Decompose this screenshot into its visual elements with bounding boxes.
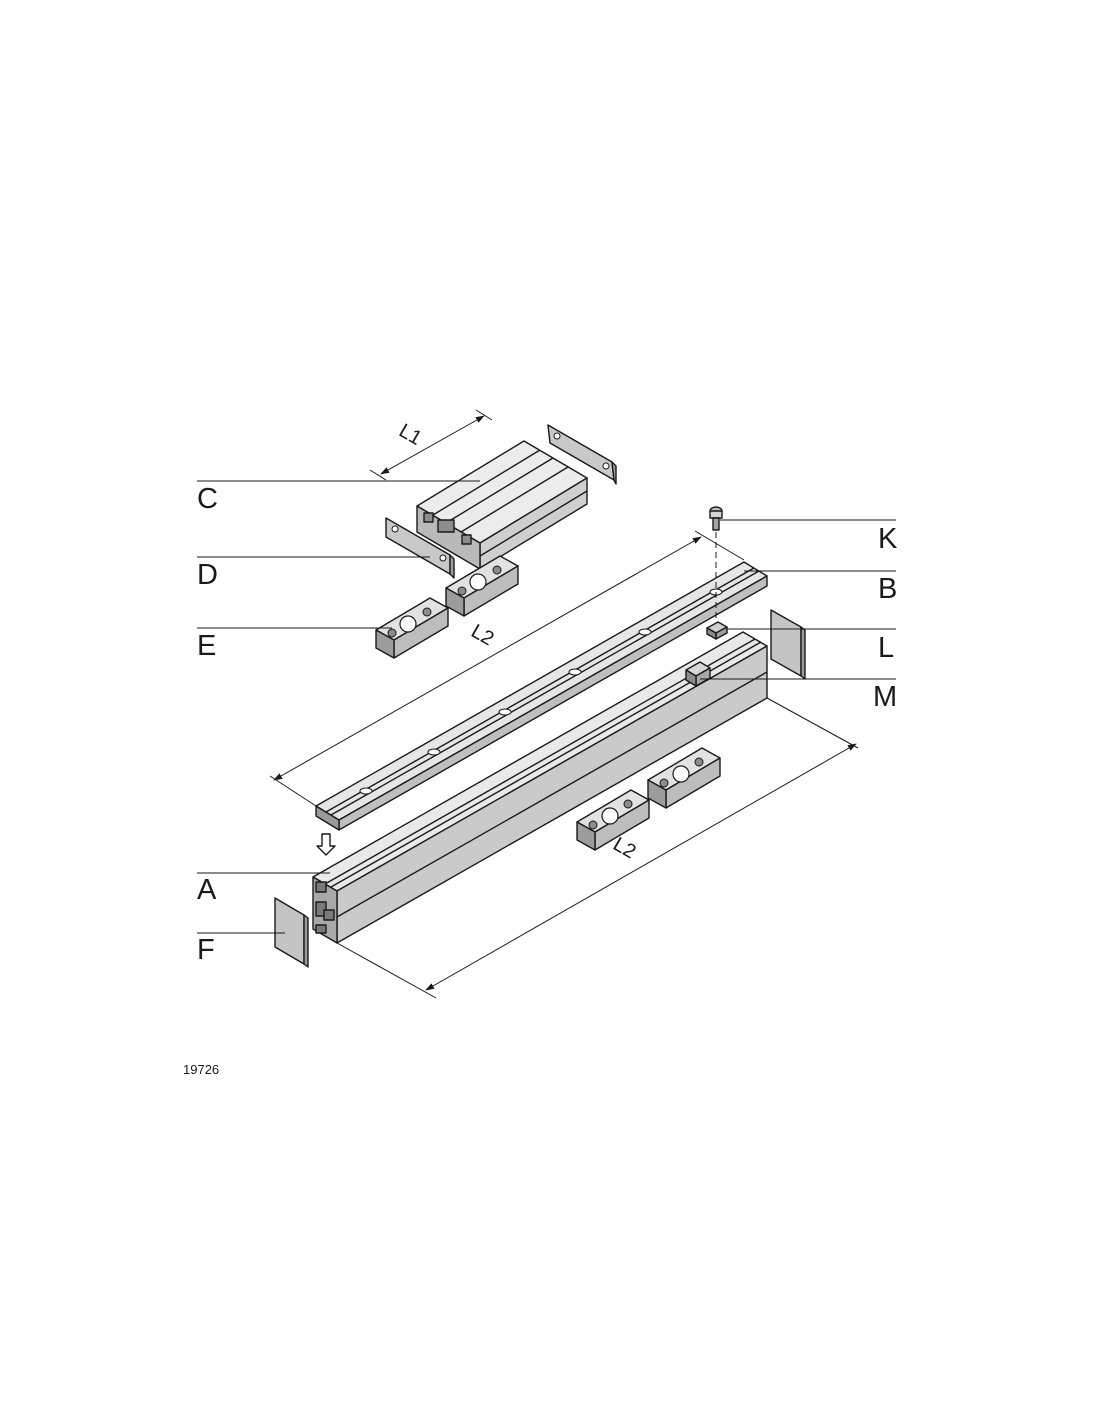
- callout-f: F: [197, 934, 215, 966]
- dimension-l2-rail-label: L2: [467, 620, 497, 650]
- leader-lines: [197, 480, 896, 934]
- callout-l: L: [878, 632, 894, 664]
- callout-d: D: [197, 559, 218, 591]
- callout-a: A: [197, 874, 217, 906]
- dimension-l1: L1: [369, 409, 493, 481]
- callout-k: K: [878, 523, 898, 555]
- dimension-l1-label: L1: [395, 420, 425, 450]
- part-f-end-cap-front: [274, 897, 309, 968]
- callout-m: M: [873, 681, 897, 713]
- figure-number: 19726: [183, 1062, 219, 1077]
- part-k-screw: [709, 506, 723, 531]
- part-f-end-cap-rear: [770, 609, 806, 680]
- callout-e: E: [197, 630, 216, 662]
- part-c-end-plate-rear: [547, 424, 617, 485]
- part-l-slot-nut: [706, 621, 728, 640]
- callout-b: B: [878, 573, 897, 605]
- part-c-carriage-profile: [416, 440, 588, 570]
- callout-c: C: [197, 483, 218, 515]
- mounting-direction-arrow-icon: [316, 833, 336, 856]
